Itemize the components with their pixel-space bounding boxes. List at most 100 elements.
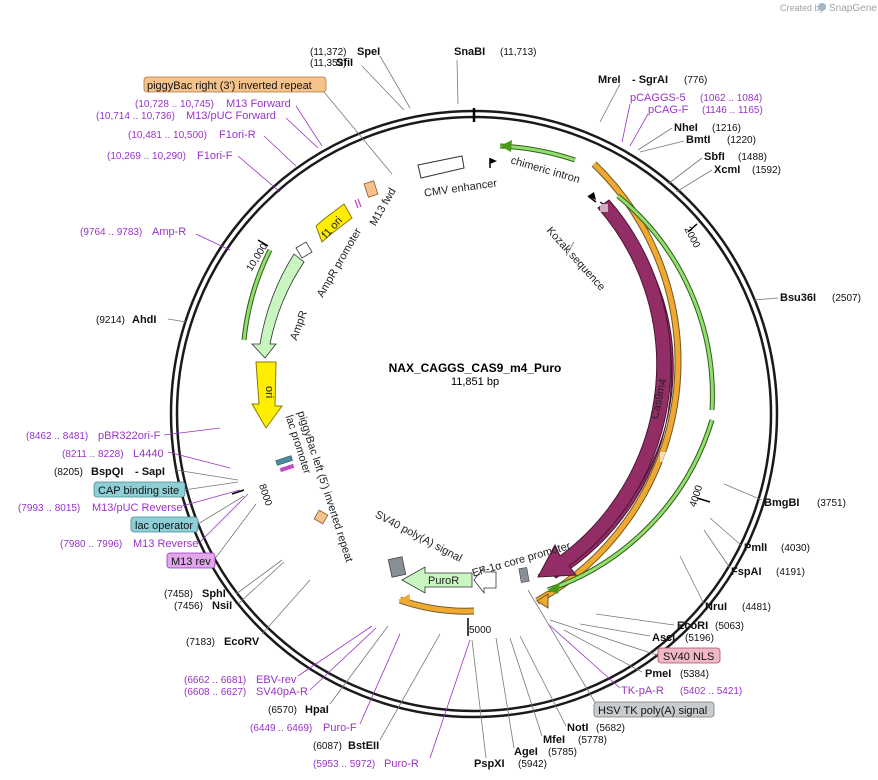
primer-m13fwd: M13 Forward bbox=[226, 98, 291, 110]
enzyme-ecorv: EcoRV bbox=[224, 636, 260, 648]
primer-m13puc-rev: M13/pUC Reverse bbox=[92, 502, 182, 514]
bspqi-leader bbox=[175, 469, 239, 481]
pcagf-leader bbox=[629, 113, 649, 147]
piggybac-left-mark bbox=[313, 509, 329, 525]
bsteii-leader bbox=[379, 633, 441, 741]
sv40-nls-label: SV40 NLS bbox=[663, 651, 714, 663]
primer-f1ori-r-pos: (10,481 .. 10,500) bbox=[128, 130, 207, 141]
enzyme-pspxi: PspXI bbox=[474, 758, 505, 770]
enzyme-nhei: NheI bbox=[674, 122, 698, 134]
piggybac-right-mark bbox=[363, 180, 379, 198]
enzyme-spei: SpeI bbox=[357, 46, 380, 58]
enzyme-nrui: NruI bbox=[705, 601, 727, 613]
chimeric-intron-arrowhead bbox=[500, 140, 512, 152]
nsii-leader bbox=[237, 561, 285, 605]
cmv-enhancer-label: CMV enhancer bbox=[423, 177, 498, 199]
primer-pbr322ori: pBR322ori-F bbox=[98, 430, 161, 442]
snapgene-logo-icon bbox=[818, 3, 826, 11]
cmv-enhancer-box bbox=[417, 155, 465, 179]
enzyme-ahdi: AhdI bbox=[132, 314, 156, 326]
ampr-arrow bbox=[251, 253, 305, 359]
mfei-leader bbox=[509, 637, 543, 737]
plasmid-name: NAX_CAGGS_CAS9_m4_Puro bbox=[389, 361, 562, 375]
enzyme-snabi: SnaBI bbox=[454, 46, 485, 58]
spei-leader bbox=[379, 55, 411, 109]
m13-rev-label: M13 rev bbox=[171, 556, 211, 568]
agei-leader bbox=[495, 637, 515, 749]
enzyme-bmgbi-pos: (3751) bbox=[817, 498, 846, 509]
puror-label: PuroR bbox=[428, 575, 459, 587]
bottom-orange-arrowhead bbox=[398, 594, 410, 606]
enzyme-bmti-pos: (1220) bbox=[727, 135, 756, 146]
enzyme-ahdi-pos: (9214) bbox=[96, 315, 125, 326]
enzyme-sfii-pos: (11,352) bbox=[310, 58, 347, 69]
plasmid-length: 11,851 bp bbox=[451, 376, 499, 388]
bmti-leader bbox=[639, 140, 685, 153]
enzyme-sphi-pos: (7458) bbox=[164, 589, 193, 600]
m13puc-rev-leader bbox=[181, 489, 241, 507]
cas9-nls-stripe bbox=[660, 452, 670, 462]
m13fwd-mark-2 bbox=[357, 198, 362, 208]
lac-operator-label: lac operator bbox=[135, 520, 193, 532]
piggybac-right-leader bbox=[323, 91, 393, 175]
ebv-rev-leader bbox=[297, 625, 373, 677]
primer-ebv-rev: EBV-rev bbox=[256, 674, 297, 686]
primer-tk-pa-r: TK-pA-R bbox=[621, 685, 664, 697]
primer-pcaggs5-pos: (1062 .. 1084) bbox=[700, 93, 762, 104]
primer-puro-f-pos: (6449 .. 6469) bbox=[250, 723, 312, 734]
promoter-flag-2-icon bbox=[588, 192, 596, 200]
m13rev-leader bbox=[213, 503, 257, 561]
enzyme-nrui-pos: (4481) bbox=[742, 602, 771, 613]
piggybac-left-label: piggyBac left (5') inverted repeat bbox=[295, 410, 355, 564]
enzyme-ecorv-pos: (7183) bbox=[186, 637, 215, 648]
primer-f1ori-r: F1ori-R bbox=[219, 129, 256, 141]
m13puc-fwd-leader bbox=[285, 117, 319, 149]
asci-leader bbox=[579, 623, 651, 637]
tick-2000-mark bbox=[687, 223, 698, 233]
enzyme-fspai-pos: (4191) bbox=[776, 567, 805, 578]
enzyme-sbfi: SbfI bbox=[704, 151, 725, 163]
enzyme-fspai: FspAI bbox=[731, 566, 762, 578]
tick-5000: 5000 bbox=[469, 625, 492, 636]
green-arc-arrowhead bbox=[548, 582, 560, 594]
enzyme-sgrai-pos: (776) bbox=[684, 75, 707, 86]
primer-f1ori-f: F1ori-F bbox=[197, 150, 233, 162]
enzyme-nhei-pos: (1216) bbox=[712, 123, 741, 134]
bmgbi-leader bbox=[723, 483, 763, 501]
tick-2000: 2000 bbox=[682, 225, 702, 250]
primer-m13rev-pos: (7980 .. 7996) bbox=[60, 539, 122, 550]
primer-pcagf-pos: (1146 .. 1165) bbox=[702, 105, 763, 116]
pcaggs5-leader bbox=[621, 103, 631, 143]
ahdi-leader bbox=[167, 318, 187, 323]
tick-4000: 4000 bbox=[688, 484, 705, 509]
primer-m13puc-rev-pos: (7993 .. 8015) bbox=[18, 503, 80, 514]
primer-amp-r: Amp-R bbox=[152, 226, 186, 238]
sv40-polya-label: SV40 poly(A) signal bbox=[373, 509, 464, 565]
amp-r-leader bbox=[195, 233, 231, 251]
cap-binding-site-label: CAP binding site bbox=[98, 485, 179, 497]
primer-pcaggs5: pCAGGS-5 bbox=[630, 92, 686, 104]
puro-r-leader bbox=[429, 639, 471, 759]
enzyme-nsii: NsiI bbox=[212, 600, 232, 612]
sv40nls-leader bbox=[549, 619, 661, 657]
tk-polya-mark bbox=[518, 567, 530, 583]
enzyme-ecori: EcoRI bbox=[677, 620, 708, 632]
enzyme-spei-pos: (11,372) bbox=[310, 47, 347, 58]
primer-m13fwd-pos: (10,728 .. 10,745) bbox=[135, 99, 214, 110]
xcmi-leader bbox=[675, 169, 713, 193]
enzyme-bmgbi: BmgBI bbox=[764, 497, 799, 509]
enzyme-ecori-pos: (5063) bbox=[715, 621, 744, 632]
enzyme-sbfi-pos: (1488) bbox=[738, 152, 767, 163]
bottom-orange-arc bbox=[399, 597, 475, 614]
enzyme-bsu36i-pos: (2507) bbox=[832, 293, 861, 304]
l4440-leader bbox=[167, 451, 231, 469]
enzyme-hpai: HpaI bbox=[305, 704, 329, 716]
m13rev-mark bbox=[279, 463, 295, 473]
sfii-leader bbox=[361, 65, 405, 111]
primer-pcagf: pCAG-F bbox=[648, 104, 689, 116]
enzyme-pmei: PmeI bbox=[645, 668, 671, 680]
ef1a-promoter-arrow bbox=[473, 565, 497, 595]
primer-l4440-pos: (8211 .. 8228) bbox=[62, 449, 124, 460]
enzyme-pspxi-pos: (5942) bbox=[518, 759, 547, 770]
enzyme-hpai-pos: (6570) bbox=[268, 705, 297, 716]
